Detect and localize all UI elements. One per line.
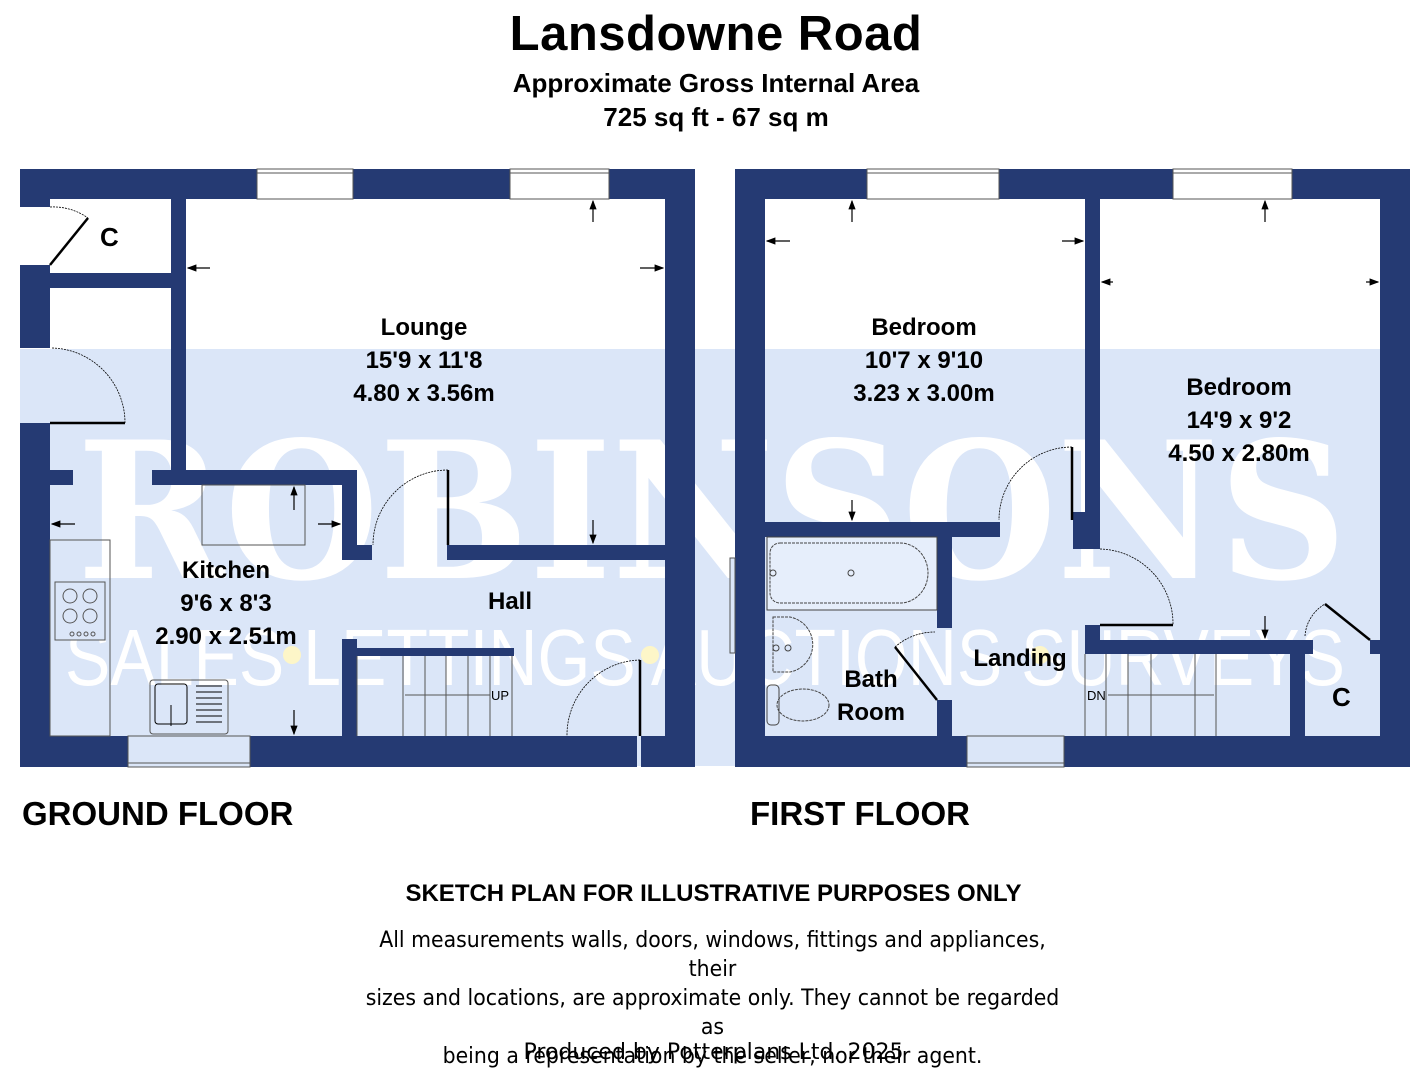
floor-label-first: FIRST FLOOR: [750, 795, 970, 832]
room-name-line2: Room: [837, 699, 905, 726]
watermark-dot: [641, 646, 659, 664]
first-floor-stairs: [1084, 654, 1217, 736]
room-label-bathroom: Bath Room: [837, 663, 905, 729]
watermark-brand: ROBINSONS: [77, 400, 1347, 623]
watermark-tagline: SALES LETTINGS AUCTIONS SURVEYS: [65, 613, 1345, 702]
producer-credit: Produced by Potterplans Ltd. 2025: [523, 1040, 904, 1065]
disclaimer-line: All measurements walls, doors, windows, …: [379, 928, 1046, 982]
cupboard-label: C: [1332, 682, 1351, 712]
room-label-bedroom-2: Bedroom 14'9 x 9'2 4.50 x 2.80m: [1168, 371, 1309, 470]
room-size-metric: 4.80 x 3.56m: [353, 380, 495, 407]
room-size-metric: 4.50 x 2.80m: [1168, 440, 1310, 467]
stairs-down-label: DN: [1087, 688, 1106, 703]
toilet-icon: [776, 688, 830, 722]
watermark-band: [20, 349, 1410, 766]
gross-area: 725 sq ft - 67 sq m: [603, 102, 829, 132]
basin-icon: [772, 616, 814, 673]
bath-icon: [766, 536, 938, 611]
room-name: Kitchen: [181, 557, 271, 584]
room-size-metric: 3.23 x 3.00m: [853, 380, 995, 407]
room-name: Landing: [973, 645, 1067, 672]
first-floor-walls: [735, 169, 1410, 767]
bathroom-fittings: [766, 536, 938, 726]
room-label-kitchen: Kitchen 9'6 x 8'3 2.90 x 2.51m: [155, 554, 296, 653]
room-label-bedroom-1: Bedroom 10'7 x 9'10 3.23 x 3.00m: [853, 311, 994, 410]
room-label-lounge: Lounge 15'9 x 11'8 4.80 x 3.56m: [353, 311, 494, 410]
room-label-landing: Landing: [973, 642, 1066, 675]
room-size-imperial: 10'7 x 9'10: [864, 347, 984, 374]
first-floor-doors: [894, 446, 1371, 701]
room-name: Lounge: [380, 314, 468, 341]
ground-floor-walls: [20, 169, 695, 767]
ground-floor-windows: [127, 168, 610, 768]
room-size-imperial: 15'9 x 11'8: [365, 347, 483, 374]
room-label-hall: Hall: [488, 585, 532, 618]
cupboard-label: C: [100, 222, 119, 252]
room-size-metric: 2.90 x 2.51m: [155, 623, 297, 650]
room-name: Bedroom: [871, 314, 977, 341]
floor-label-ground: GROUND FLOOR: [22, 795, 294, 832]
room-size-imperial: 14'9 x 9'2: [1186, 407, 1292, 434]
watermark-dot: [1031, 646, 1049, 664]
hob-icon: [54, 581, 106, 641]
room-name: Hall: [487, 588, 533, 615]
sink-icon: [149, 679, 229, 735]
plan-subtitle: Approximate Gross Internal Area: [512, 68, 920, 98]
ground-floor-fittings: [49, 484, 513, 737]
stairs-up-label: UP: [491, 688, 510, 703]
first-floor-windows: [729, 168, 1293, 768]
disclaimer-line: being a representation by the seller, no…: [442, 1044, 983, 1069]
disclaimer-line: sizes and locations, are approximate onl…: [365, 986, 1060, 1040]
plan-title: Lansdowne Road: [509, 7, 923, 61]
room-name: Bedroom: [1186, 374, 1292, 401]
room-name: Bath: [844, 666, 898, 693]
ground-floor-arrows: [50, 199, 665, 736]
first-floor-arrows: [765, 199, 1380, 640]
ground-floor-doors: [49, 206, 642, 737]
disclaimer-text: All measurements walls, doors, windows, …: [357, 926, 1068, 1071]
watermark-dot: [283, 646, 301, 664]
room-size-imperial: 9'6 x 8'3: [180, 590, 272, 617]
disclaimer-heading: SKETCH PLAN FOR ILLUSTRATIVE PURPOSES ON…: [405, 880, 1022, 907]
